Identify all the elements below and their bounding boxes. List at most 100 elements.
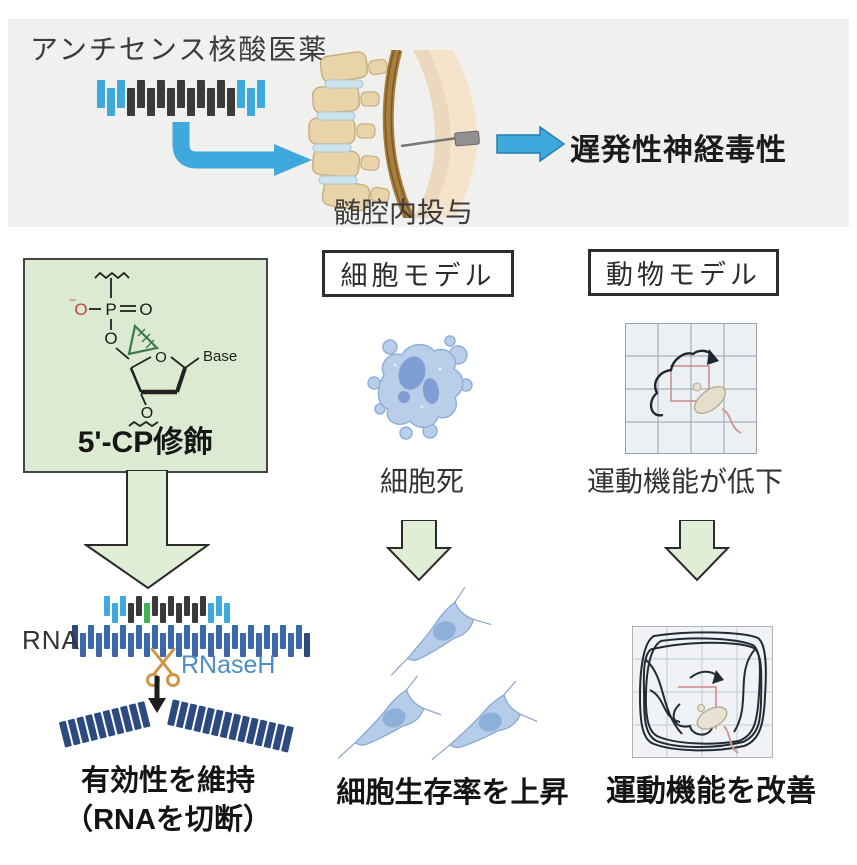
mouse-illustration [692, 382, 742, 434]
toxicity-label: 遅発性神経毒性 [570, 134, 787, 167]
oligo-bar [104, 596, 110, 616]
mouse-illustration [696, 704, 739, 754]
rna-strand [72, 625, 310, 657]
wavy-bond-top [94, 271, 130, 280]
cp-chemical-structure: − O P O O O B [69, 271, 237, 428]
oligo-bar [207, 88, 215, 116]
cp-modification-box: − O P O O O B [23, 258, 268, 473]
injection-label: 髄腔内投与 [332, 197, 473, 228]
aso-title: アンチセンス核酸医薬 [30, 34, 329, 65]
oligo-bar [136, 625, 142, 649]
atom-p: P [105, 300, 116, 319]
rna-label: RNA [22, 625, 80, 655]
skin-outline [423, 50, 477, 218]
atom-o-5prime: O [104, 329, 117, 348]
oligo-bar [152, 596, 158, 616]
aso-gapmer-top [97, 80, 265, 116]
oligo-bar [280, 625, 286, 649]
oligo-bar [264, 625, 270, 649]
cell-survival-outcome-label: 細胞生存率を上昇 [336, 777, 569, 809]
oligo-bar [208, 633, 214, 657]
oligo-bar [184, 596, 190, 616]
oligo-bar [247, 88, 255, 116]
rnaseh-label: RNaseH [181, 651, 276, 679]
oligo-bar [117, 80, 125, 108]
bent-arrow-icon [172, 122, 312, 176]
modification-label: 5'-CP修飾 [77, 426, 214, 459]
animal-model-header-label: 動物モデル [606, 260, 761, 290]
cyclopropane-ring [127, 323, 160, 356]
oligo-bar [88, 625, 94, 649]
oligo-bar [144, 603, 150, 623]
spinal-cord [382, 50, 415, 218]
cell-death-label: 細胞死 [379, 466, 464, 497]
oligo-bar [96, 633, 102, 657]
cleaved-rna-left [58, 701, 151, 748]
minus-charge: − [69, 293, 76, 307]
track-arrowhead [712, 670, 724, 684]
base-label: Base [203, 348, 237, 365]
oligo-bar [227, 88, 235, 116]
cleaved-rna-right [167, 699, 294, 753]
oligo-bar [240, 633, 246, 657]
oligo-bar [147, 88, 155, 116]
oligo-bar [237, 80, 245, 108]
oligo-bar [176, 633, 182, 657]
oligo-bar [107, 88, 115, 116]
aso-gapmer-duplex [104, 596, 230, 623]
oligo-bar [296, 625, 302, 649]
oligo-bar [104, 625, 110, 649]
oligo-bar [177, 80, 185, 108]
oligo-bar [157, 80, 165, 108]
dying-cell-illustration [367, 335, 473, 440]
healthy-cells-illustration [338, 584, 540, 766]
dense-track-paths [638, 631, 767, 752]
oligo-bar [168, 596, 174, 616]
efficacy-line2: （RNAを切断） [64, 804, 272, 836]
efficacy-outcome-label: 有効性を維持 （RNAを切断） [23, 762, 313, 840]
oligo-bar [304, 633, 310, 657]
oligo-bar [288, 633, 294, 657]
oligo-bar [224, 603, 230, 623]
green-down-arrow-middle [386, 520, 452, 582]
animal-model-header: 動物モデル [588, 249, 779, 296]
oligo-bar [208, 603, 214, 623]
oligo-bar [136, 596, 142, 616]
oligo-bar [224, 633, 230, 657]
center-zone-outline [670, 365, 710, 402]
oligo-bar [112, 603, 118, 623]
oligo-bar [160, 603, 166, 623]
motor-improvement-outcome-label: 運動機能を改善 [606, 775, 816, 808]
cell-model-header: 細胞モデル [322, 250, 514, 297]
oligo-bar [167, 88, 175, 116]
green-down-arrow-right [664, 520, 730, 582]
oligo-bar [128, 603, 134, 623]
oligo-bar [200, 596, 206, 616]
short-track-path [649, 349, 714, 417]
vertebrae [308, 51, 390, 212]
oligo-bar [184, 625, 190, 649]
oligo-bar [120, 596, 126, 616]
oligo-bar [216, 596, 222, 616]
open-field-after [632, 626, 773, 758]
oligo-bar [144, 633, 150, 657]
oligo-bar [248, 625, 254, 649]
oligo-bar [187, 88, 195, 116]
right-arrow-icon [496, 126, 566, 162]
cell-model-header-label: 細胞モデル [340, 261, 496, 291]
oligo-bar [97, 80, 105, 108]
oligo-bar [192, 603, 198, 623]
oligo-bar [72, 625, 78, 649]
atom-o-double: O [139, 300, 152, 319]
efficacy-line1: 有効性を維持 [80, 765, 255, 797]
spine-illustration [308, 50, 480, 218]
open-field-before [625, 323, 757, 454]
oligo-bar [112, 633, 118, 657]
oligo-bar [216, 625, 222, 649]
oligo-bar [192, 633, 198, 657]
cell-nucleus-fragments [398, 356, 440, 404]
oligo-bar [137, 80, 145, 108]
oligo-bar [232, 625, 238, 649]
green-down-arrow-left [84, 470, 210, 590]
